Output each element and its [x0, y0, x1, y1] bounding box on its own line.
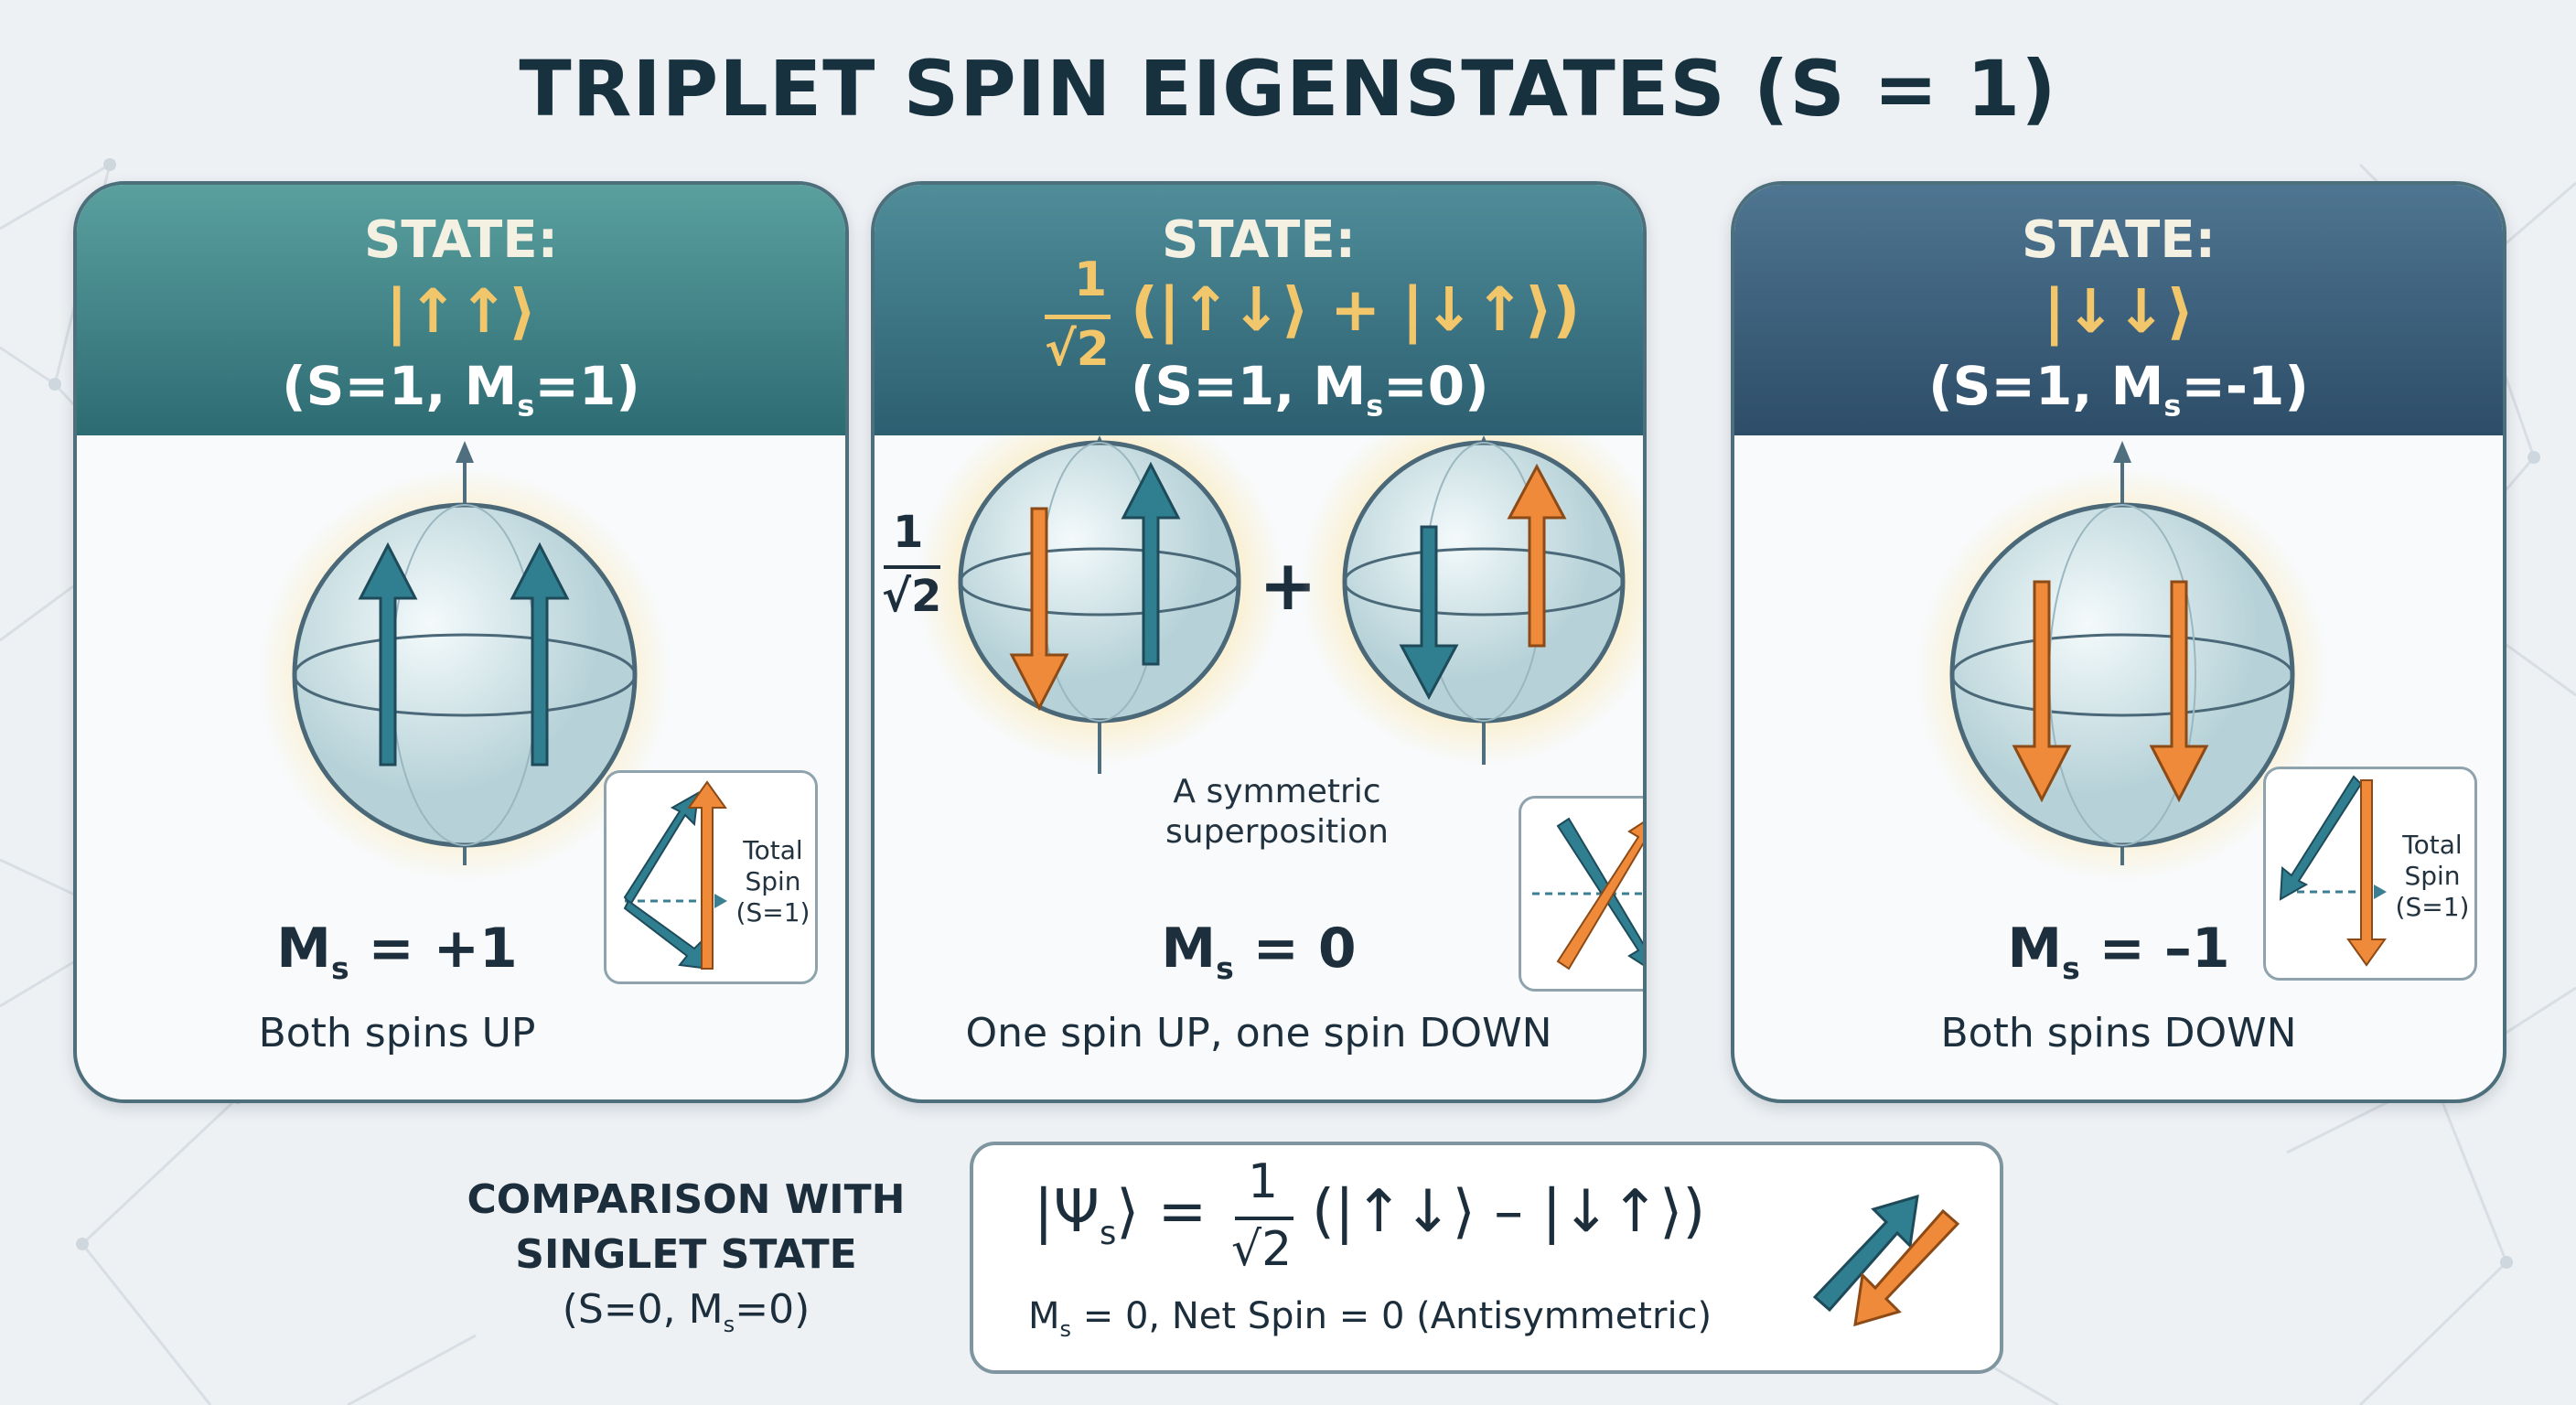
bloch-sphere-left	[958, 440, 1241, 724]
total-spin-inset	[1519, 796, 1643, 992]
total-spin-vector-diagram	[2279, 775, 2387, 967]
state-description: Both spins DOWN	[1940, 1010, 2297, 1056]
fraction-numerator: 1	[1074, 252, 1108, 307]
ms-value: Ms = +1	[276, 917, 518, 986]
bloch-sphere-right	[1342, 440, 1626, 724]
state-ket: |↓↓⟩	[2043, 276, 2195, 347]
page-title: TRIPLET SPIN EIGENSTATES (S = 1)	[519, 44, 2057, 134]
coef-denominator: √2	[882, 571, 942, 622]
bloch-sphere	[292, 502, 638, 848]
comparison-label: COMPARISON WITH SINGLET STATE (S=0, Ms=0…	[467, 1176, 906, 1337]
card-header: STATE: 1 √2 (|↑↓⟩ + |↓↑⟩) (S=1, Ms=0)	[875, 185, 1643, 435]
singlet-fraction-bar	[1235, 1217, 1293, 1220]
triplet-card-mixed: STATE: 1 √2 (|↑↓⟩ + |↓↑⟩) (S=1, Ms=0)	[871, 181, 1647, 1103]
state-description: One spin UP, one spin DOWN	[965, 1010, 1552, 1056]
singlet-fraction-numerator: 1	[1248, 1154, 1279, 1209]
spin-diagram: +	[917, 435, 1643, 774]
singlet-fraction-denominator: √2	[1231, 1222, 1293, 1277]
card-header: STATE: |↑↑⟩ (S=1, Ms=1)	[77, 185, 845, 435]
state-label: STATE:	[363, 210, 559, 270]
singlet-description: Ms = 0, Net Spin = 0 (Antisymmetric)	[1028, 1295, 1712, 1342]
ms-value: Ms = –1	[2007, 917, 2230, 986]
state-ket: (|↑↓⟩ + |↓↑⟩)	[1131, 274, 1581, 345]
antiparallel-arrows-icon	[1812, 1194, 1960, 1327]
quantum-numbers: (S=1, Ms=0)	[1131, 355, 1489, 424]
state-label: STATE:	[1161, 210, 1357, 270]
state-ket: |↑↑⟩	[385, 276, 537, 347]
state-label: STATE:	[2021, 210, 2216, 270]
quantum-numbers: (S=1, Ms=-1)	[1928, 355, 2309, 424]
total-spin-vector-diagram	[623, 780, 727, 971]
bloch-sphere	[1949, 502, 2295, 848]
spin-up-arrow	[358, 542, 570, 767]
singlet-rhs: (|↑↓⟩ – |↓↑⟩)	[1312, 1178, 1706, 1246]
coef-bar	[884, 565, 940, 569]
spin-up-arrow	[1507, 463, 1567, 648]
singlet-lhs: |Ψs⟩ =	[1034, 1178, 1208, 1252]
quantum-numbers: (S=1, Ms=1)	[282, 355, 640, 424]
coef-numerator: 1	[893, 507, 924, 558]
spin-down-arrow	[2012, 580, 2209, 803]
spin-diagram	[259, 441, 671, 881]
fraction-denominator: √2	[1045, 322, 1110, 377]
cross-spin-vector-diagram	[1532, 817, 1643, 971]
spin-down-arrow	[1009, 507, 1069, 712]
singlet-state-box: |Ψs⟩ = 1 √2 (|↑↓⟩ – |↓↑⟩) Ms = 0, Net Sp…	[970, 1142, 2003, 1374]
fraction-bar	[1045, 315, 1111, 319]
card-header: STATE: |↓↓⟩ (S=1, Ms=-1)	[1734, 185, 2503, 435]
spin-up-arrow	[1121, 461, 1181, 666]
spin-diagram	[1916, 441, 2328, 881]
ms-value: Ms = 0	[1161, 917, 1357, 986]
spin-down-arrow	[1399, 525, 1459, 701]
state-description: Both spins UP	[258, 1010, 536, 1056]
